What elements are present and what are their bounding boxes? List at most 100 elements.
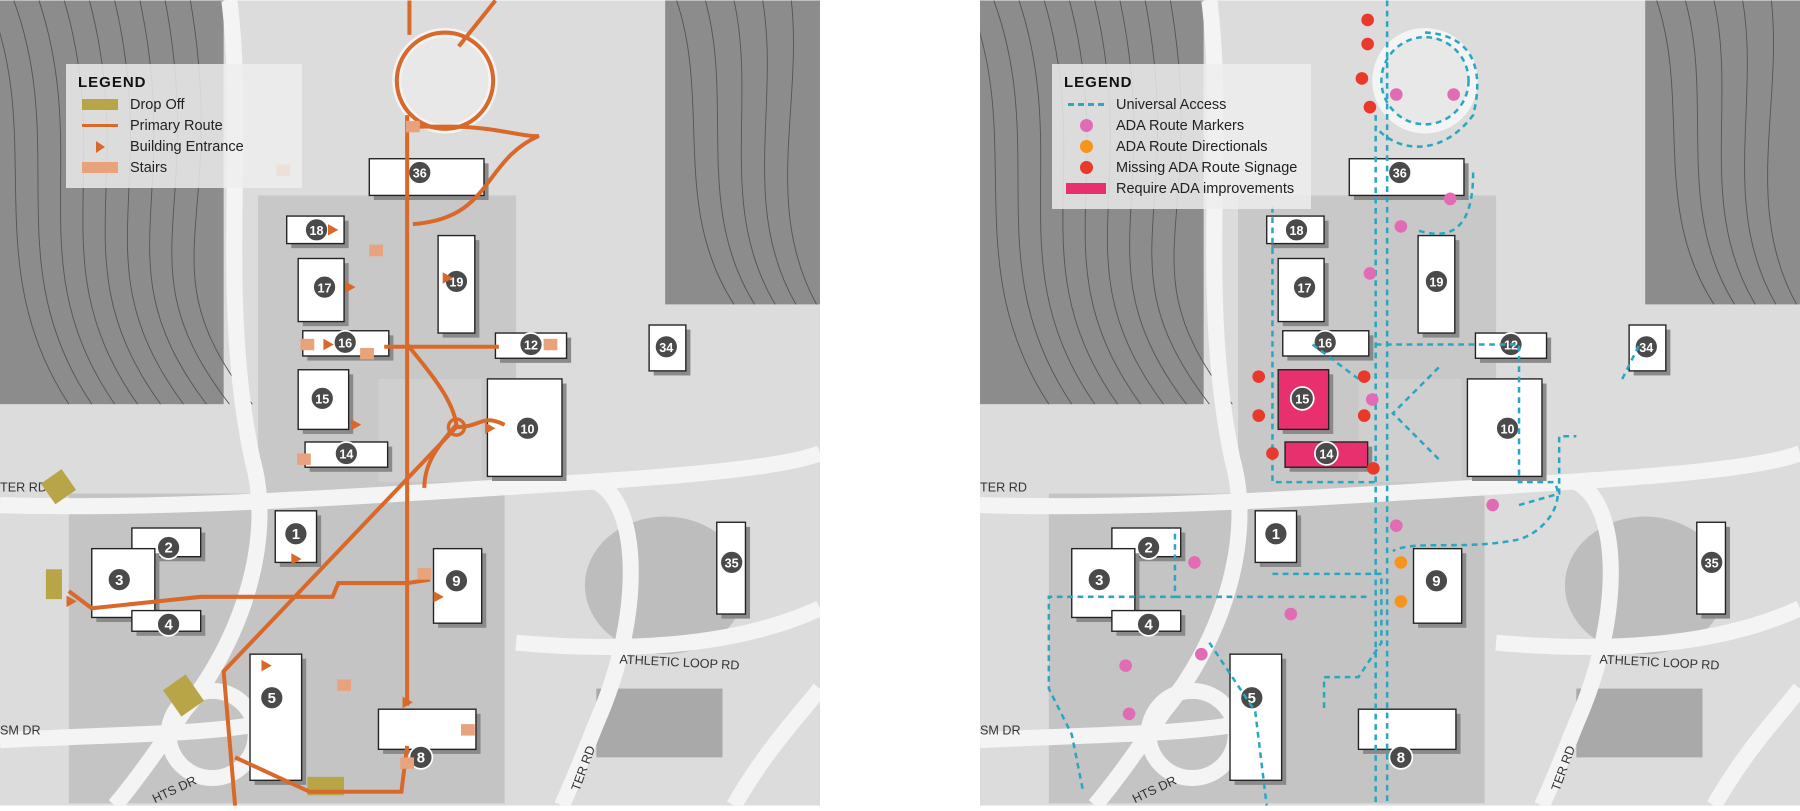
building-entrance-marker xyxy=(442,272,454,284)
ada-route-marker xyxy=(1447,88,1460,101)
drop-off-zone xyxy=(45,569,62,600)
pink-dot-icon xyxy=(1079,119,1093,132)
road-label: TER RD xyxy=(980,480,1027,494)
legend-label: Stairs xyxy=(130,159,168,176)
building-number: 16 xyxy=(1318,336,1332,350)
contour-line xyxy=(993,0,1073,405)
building-36 xyxy=(368,158,485,197)
building-entrance-marker xyxy=(261,659,272,672)
universal-access-route xyxy=(1621,343,1641,380)
road xyxy=(554,474,639,809)
building-8 xyxy=(377,708,477,751)
building-number: 3 xyxy=(1095,573,1103,589)
building-number-badge xyxy=(259,685,285,711)
legend-title: LEGEND xyxy=(1064,74,1133,91)
building-number: 34 xyxy=(659,341,673,355)
road xyxy=(727,683,827,810)
building-number-badge xyxy=(106,567,132,592)
building-entrance-marker xyxy=(323,338,334,351)
ada-route-marker xyxy=(1188,556,1201,569)
building-number-badge xyxy=(1424,269,1449,294)
building-number-badge xyxy=(1388,745,1414,770)
universal-access-route xyxy=(1374,31,1479,148)
legend-label: ADA Route Directionals xyxy=(1116,138,1268,155)
missing-signage-marker xyxy=(1363,100,1377,114)
legend-left: LEGEND Drop Off Primary Route Building E… xyxy=(66,64,302,188)
road xyxy=(1707,683,1800,810)
road xyxy=(979,715,1246,749)
legend-label: Building Entrance xyxy=(130,138,244,155)
contour-line xyxy=(676,0,735,305)
building-number-badge xyxy=(1239,685,1265,711)
building-number-badge xyxy=(334,441,359,466)
building-number-badge xyxy=(1424,568,1449,594)
building-number: 14 xyxy=(339,448,353,462)
contour-line xyxy=(38,0,116,405)
drop-off-swatch-icon xyxy=(82,99,118,110)
road-label: ATHLETIC LOOP RD xyxy=(1599,652,1720,672)
building-number-badge xyxy=(1292,274,1317,300)
primary-route-loop xyxy=(394,30,496,131)
primary-route xyxy=(405,343,459,488)
road xyxy=(1534,474,1619,809)
stairs xyxy=(400,757,415,769)
building-number: 1 xyxy=(1272,527,1280,543)
ada-route-marker xyxy=(1363,267,1377,280)
building-entrance-marker xyxy=(291,553,302,565)
missing-signage-marker xyxy=(1357,409,1371,422)
legend-item-stairs: Stairs xyxy=(78,157,288,178)
road-label: SM DR xyxy=(980,723,1021,737)
building-number-badge xyxy=(518,332,544,357)
contour-line xyxy=(1713,0,1756,305)
missing-signage-marker xyxy=(1361,13,1374,27)
building-number-badge xyxy=(1699,550,1725,575)
legend-right: LEGEND Universal Access ADA Route Marker… xyxy=(1052,64,1312,209)
contour-line xyxy=(787,0,817,305)
legend-label: ADA Route Markers xyxy=(1116,117,1245,134)
legend-item-primary-route: Primary Route xyxy=(78,115,288,136)
ada-route-marker xyxy=(1443,192,1457,206)
contour-line xyxy=(1656,0,1715,305)
tennis-courts xyxy=(596,688,723,758)
stairs xyxy=(369,244,384,257)
universal-access-route xyxy=(1047,533,1177,793)
primary-route xyxy=(67,577,431,611)
building-number-badge xyxy=(283,521,309,547)
building-number: 2 xyxy=(164,541,172,557)
building-number: 18 xyxy=(1290,224,1304,238)
contour-line xyxy=(762,0,797,305)
ada-route-marker xyxy=(1486,498,1499,512)
building-number: 17 xyxy=(318,281,332,295)
building-5 xyxy=(1229,653,1283,782)
building-entrance-marker xyxy=(345,281,356,293)
building-number: 12 xyxy=(524,339,538,353)
building-number-badge xyxy=(1136,612,1161,637)
building-entrance-marker xyxy=(350,419,362,431)
aerial-forest-east xyxy=(665,0,820,305)
building-number: 18 xyxy=(310,224,324,238)
building-number: 2 xyxy=(1144,541,1152,557)
legend-item-universal-access: Universal Access xyxy=(1064,94,1297,115)
building-number: 5 xyxy=(268,691,276,707)
building-number-badge xyxy=(1387,160,1413,185)
building-entrance-marker xyxy=(328,224,339,236)
building-5 xyxy=(249,653,303,782)
building-number: 16 xyxy=(338,336,352,350)
stairs xyxy=(297,453,311,465)
contour-line xyxy=(1018,0,1096,405)
contour-line xyxy=(13,0,93,405)
contour-line xyxy=(1684,0,1736,305)
building-number: 9 xyxy=(452,574,460,590)
legend-label: Drop Off xyxy=(130,96,185,113)
building-number-badge xyxy=(1263,521,1289,547)
missing-signage-marker xyxy=(1252,409,1265,422)
legend-item-missing-signage: Missing ADA Route Signage xyxy=(1064,157,1297,178)
ada-route-marker xyxy=(1122,707,1136,721)
ada-route-marker xyxy=(1390,88,1403,101)
missing-signage-marker xyxy=(1252,370,1265,383)
building-number: 19 xyxy=(449,276,463,290)
missing-signage-marker xyxy=(1361,37,1374,51)
building-number-badge xyxy=(515,415,540,441)
building-entrance-marker xyxy=(433,591,444,603)
missing-signage-marker xyxy=(1357,370,1371,383)
